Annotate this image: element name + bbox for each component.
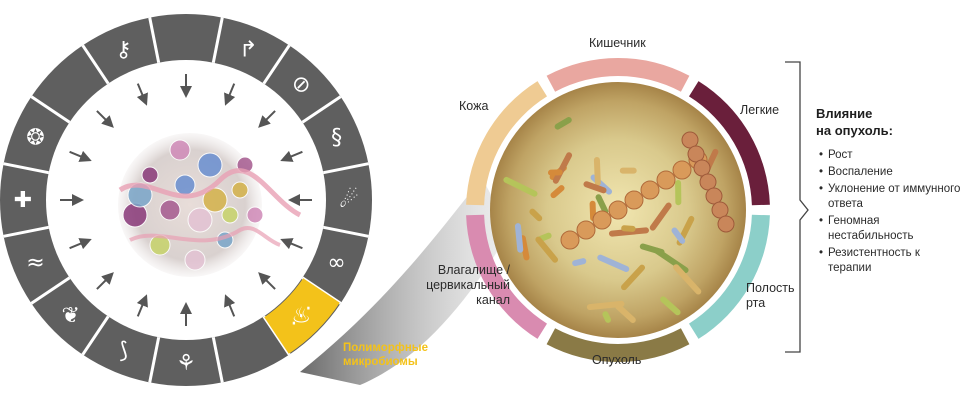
label-tumor: Опухоль — [592, 353, 641, 368]
label-oral-cavity: Полость рта — [746, 281, 802, 311]
leaf-icon: ❦ — [62, 303, 80, 328]
impact-item-immune-evasion: Уклонение от иммунного ответа — [816, 182, 966, 212]
impact-list: Рост Воспаление Уклонение от иммунного о… — [816, 148, 966, 276]
bacterium — [548, 169, 563, 175]
tumor-cell — [175, 175, 195, 195]
atom-icon: ❂ — [26, 126, 44, 151]
tumor-cell — [170, 140, 190, 160]
label-gut: Кишечник — [589, 36, 646, 51]
tumor-cell — [232, 182, 248, 198]
impact-title-line-1: Влияние — [816, 105, 966, 122]
microbiome-ring — [466, 58, 770, 362]
cross-icon: ✚ — [14, 188, 32, 213]
coccus — [657, 171, 675, 189]
impact-item-growth: Рост — [816, 148, 966, 163]
tumor-cell — [142, 167, 158, 183]
impact-item-inflammation: Воспаление — [816, 165, 966, 180]
coccus — [641, 181, 659, 199]
tumor-cell — [198, 153, 222, 177]
dna-coil-icon: § — [331, 126, 342, 151]
branch-icon: ⟆ — [119, 339, 128, 364]
impact-title-line-2: на опухоль: — [816, 122, 966, 139]
bacteria-icon: ⋰ — [290, 303, 312, 328]
tumor-cell — [222, 207, 238, 223]
bacterium — [621, 225, 636, 232]
impact-panel: Влияние на опухоль: Рост Воспаление Укло… — [816, 105, 966, 278]
key-icon: ⚷ — [116, 37, 132, 62]
cell-division-icon: ⚘ — [176, 351, 196, 376]
coccus — [673, 161, 691, 179]
dna-strand-icon: ≈ — [26, 250, 44, 275]
coccus — [625, 191, 643, 209]
infinity-icon: ∞ — [327, 250, 345, 275]
tumor-cell — [247, 207, 263, 223]
coccus — [718, 216, 734, 232]
bacterium — [594, 157, 601, 186]
prohibited-icon: ⊘ — [292, 73, 310, 98]
label-vagina-cervix: Влагалище / цервикальный канал — [408, 263, 510, 308]
label-lungs: Легкие — [740, 103, 779, 118]
arrow-turn-icon: ↱ — [239, 37, 257, 62]
impact-item-genomic-instability: Геномная нестабильность — [816, 214, 966, 244]
caption-line-2: микробиомы — [343, 355, 428, 369]
coccus — [593, 211, 611, 229]
bacterium — [675, 180, 681, 205]
tumor-cell — [188, 208, 212, 232]
tumor-cell — [160, 200, 180, 220]
coccus — [577, 221, 595, 239]
tumor-cell — [185, 250, 205, 270]
coccus — [609, 201, 627, 219]
label-skin: Кожа — [459, 99, 488, 114]
chromosome-break-icon: ☄ — [339, 187, 359, 213]
bacterium — [620, 168, 637, 174]
caption-line-1: Полиморфные — [343, 341, 428, 355]
polymorphic-microbiomes-caption: Полиморфные микробиомы — [343, 341, 428, 369]
impact-item-therapy-resistance: Резистентность к терапии — [816, 246, 966, 276]
impact-title: Влияние на опухоль: — [816, 105, 966, 139]
coccus — [561, 231, 579, 249]
